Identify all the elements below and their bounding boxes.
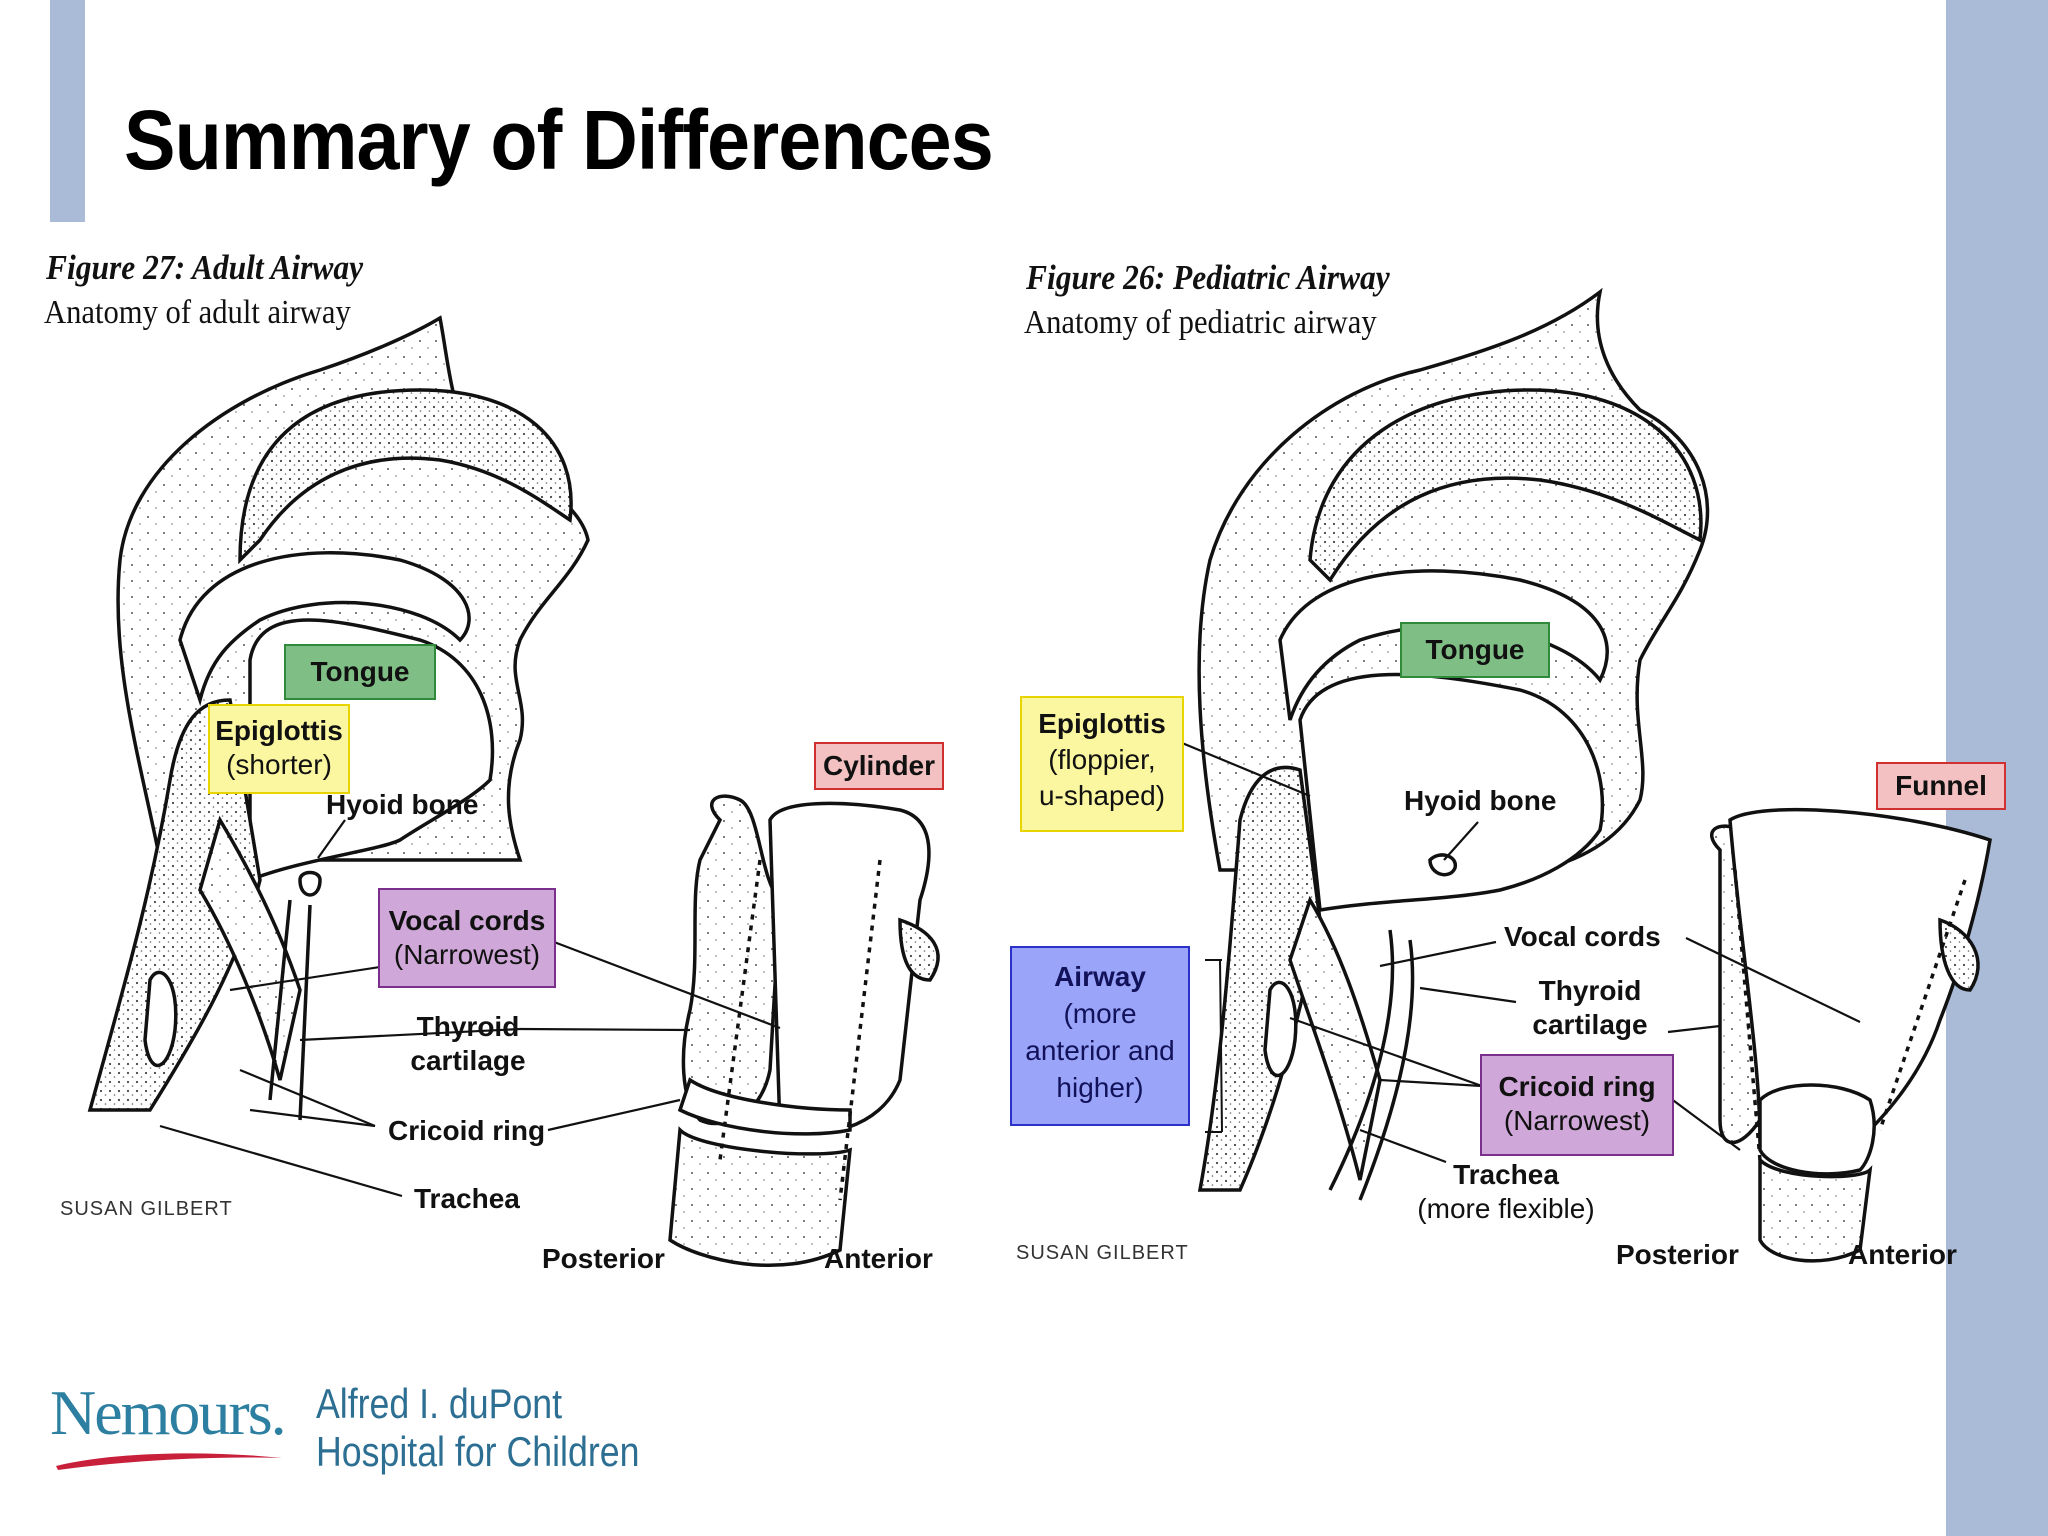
pediatric-epiglottis-note-2: u-shaped) [1038, 780, 1166, 811]
adult-epiglottis-label: Epiglottis (shorter) [208, 704, 350, 794]
pediatric-thyroid-line-1: Thyroid [1538, 975, 1642, 1006]
pediatric-vocal-cords-label: Vocal cords [1504, 921, 1661, 952]
pediatric-tongue-label: Tongue [1400, 622, 1550, 678]
hospital-name-line-1: Alfred I. duPont [316, 1380, 563, 1427]
pediatric-epiglottis-note-1: (floppier, [1048, 744, 1156, 775]
adult-figure-subtitle: Anatomy of adult airway [44, 294, 351, 331]
pediatric-thyroid-line-2: cartilage [1532, 1008, 1648, 1040]
pediatric-trachea-text: Trachea [1453, 1159, 1559, 1190]
adult-epiglottis-note: (shorter) [226, 749, 332, 780]
pediatric-airway-text: Airway [1054, 961, 1146, 992]
pediatric-trachea-note: (more flexible) [1417, 1192, 1595, 1224]
pediatric-cricoid-note: (Narrowest) [1503, 1105, 1651, 1136]
pediatric-head-drawing [1197, 287, 1710, 1201]
adult-thyroid-line-2: cartilage [410, 1044, 526, 1076]
adult-tongue-label: Tongue [284, 644, 436, 700]
pediatric-anterior-label: Anterior [1848, 1239, 1957, 1270]
adult-illustrator-credit: SUSAN GILBERT [60, 1198, 233, 1220]
adult-posterior-label: Posterior [542, 1243, 665, 1274]
pediatric-airway-label: Airway (more anterior and higher) [1010, 946, 1190, 1126]
adult-cylinder-label: Cylinder [814, 742, 944, 790]
adult-trachea-label: Trachea [414, 1183, 520, 1214]
pediatric-thyroid-label: Thyroid cartilage [1520, 974, 1660, 1041]
hospital-name-line-2: Hospital for Children [316, 1428, 640, 1475]
adult-cylinder-drawing [668, 794, 940, 1268]
adult-cylinder-text: Cylinder [822, 750, 936, 781]
pediatric-tongue-text: Tongue [1425, 634, 1525, 665]
pediatric-figure-subtitle: Anatomy of pediatric airway [1024, 304, 1377, 341]
pediatric-figure-title: Figure 26: Pediatric Airway [1026, 258, 1390, 297]
pediatric-airway-note-1: (more [1063, 998, 1137, 1029]
adult-epiglottis-text: Epiglottis [215, 715, 343, 746]
adult-tongue-text: Tongue [310, 656, 410, 687]
pediatric-hyoid-label: Hyoid bone [1404, 785, 1557, 816]
pediatric-trachea-label: Trachea (more flexible) [1406, 1158, 1606, 1225]
accent-bar-left [50, 0, 85, 222]
adult-thyroid-label: Thyroid cartilage [398, 1010, 538, 1077]
adult-thyroid-line-1: Thyroid [416, 1011, 520, 1042]
nemours-logo: Nemours. [50, 1377, 287, 1448]
adult-hyoid-label: Hyoid bone [326, 789, 479, 820]
adult-vocal-cords-label: Vocal cords (Narrowest) [378, 888, 556, 988]
pediatric-illustrator-credit: SUSAN GILBERT [1016, 1242, 1189, 1264]
adult-cricoid-label: Cricoid ring [388, 1115, 546, 1146]
adult-anterior-label: Anterior [824, 1243, 933, 1274]
pediatric-cricoid-text: Cricoid ring [1498, 1071, 1656, 1102]
pediatric-airway-note-2: anterior and [1025, 1035, 1175, 1066]
adult-vocal-cords-note: (Narrowest) [393, 939, 541, 970]
pediatric-epiglottis-label: Epiglottis (floppier, u-shaped) [1020, 696, 1184, 832]
logo-swoosh-icon [56, 1453, 282, 1470]
pediatric-epiglottis-text: Epiglottis [1038, 708, 1166, 739]
anatomy-drawings [87, 287, 1992, 1268]
adult-figure-title: Figure 27: Adult Airway [46, 248, 364, 287]
slide-title: Summary of Differences [124, 93, 994, 187]
pediatric-funnel-label: Funnel [1876, 762, 2006, 810]
pediatric-funnel-drawing [1710, 807, 1992, 1263]
pediatric-funnel-text: Funnel [1895, 770, 1987, 801]
adult-vocal-cords-text: Vocal cords [388, 905, 546, 936]
figure-panel: Figure 27: Adult Airway Anatomy of adult… [0, 248, 2012, 1284]
pediatric-airway-note-3: higher) [1056, 1072, 1144, 1103]
pediatric-cricoid-label: Cricoid ring (Narrowest) [1480, 1054, 1674, 1156]
pediatric-posterior-label: Posterior [1616, 1239, 1739, 1270]
